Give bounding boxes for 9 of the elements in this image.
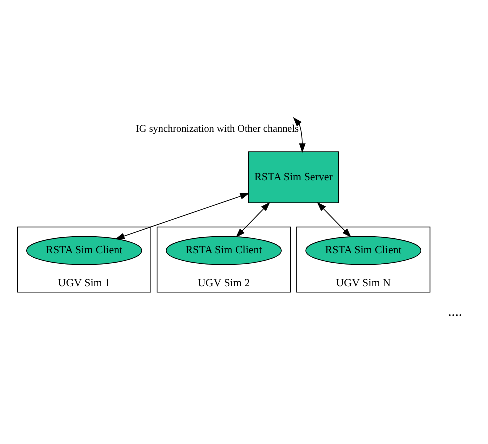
node-ellipse: RSTA Sim Client xyxy=(166,236,282,266)
label: .... xyxy=(448,304,462,320)
arrow xyxy=(115,193,250,240)
node-ellipse: RSTA Sim Client xyxy=(306,236,422,266)
node-box: RSTA Sim Server xyxy=(248,152,340,204)
edge-label: IG synchronization with Other channels xyxy=(136,124,299,135)
arrow xyxy=(317,202,352,238)
node-ellipse: RSTA Sim Client xyxy=(26,236,142,266)
arrow xyxy=(236,202,270,238)
